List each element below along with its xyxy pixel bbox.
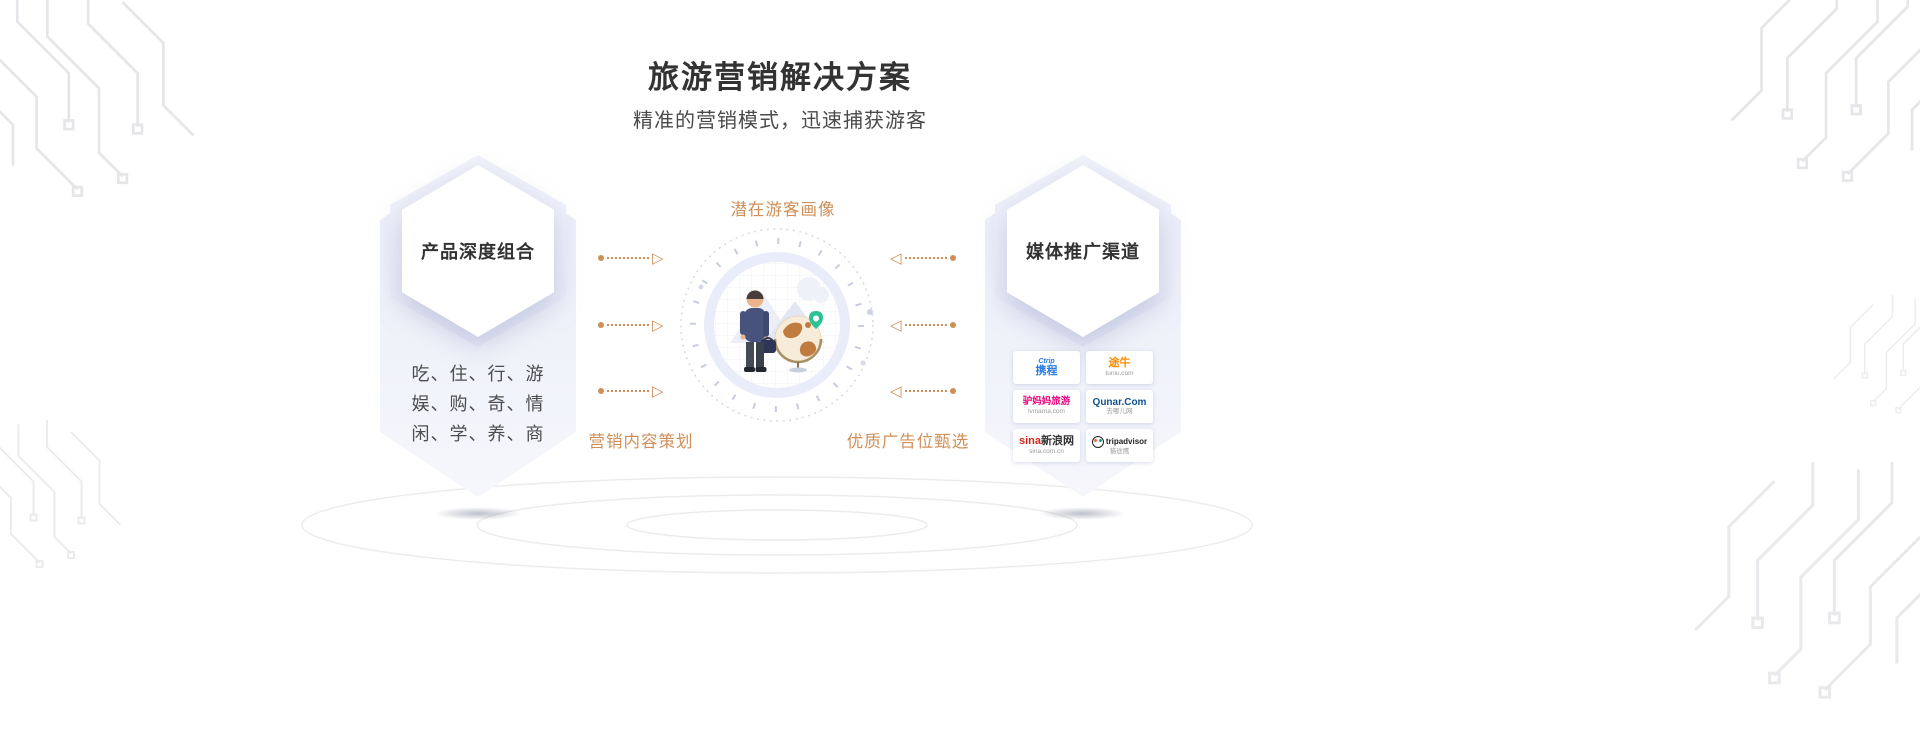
sina-logo-text-cn: 新浪网 bbox=[1041, 435, 1074, 448]
left-card-title: 产品深度组合 bbox=[421, 242, 535, 262]
left-card-shadow bbox=[434, 507, 522, 520]
tick-ring bbox=[690, 238, 864, 412]
flow-dot-icon bbox=[598, 322, 604, 328]
label-content-planning: 营销内容策划 bbox=[588, 433, 694, 451]
flow-dot-icon bbox=[598, 255, 604, 261]
right-card-shadow bbox=[1038, 507, 1126, 520]
flow-dot-icon bbox=[949, 255, 956, 261]
left-card-lines: 吃、住、行、游 娱、购、奇、情 闲、学、养、商 bbox=[380, 359, 576, 449]
logo-lvmama: 驴妈妈旅游 lvmama.com bbox=[1013, 390, 1080, 423]
left-card-hexagon: 产品深度组合 bbox=[402, 165, 554, 337]
flow-arrow-left-3: ▷ bbox=[598, 382, 664, 400]
ring-dot bbox=[860, 360, 866, 366]
tripadvisor-logo-sub: 猫途鹰 bbox=[1109, 447, 1130, 455]
flow-dot-icon bbox=[949, 322, 956, 328]
flow-arrow-left-2: ▷ bbox=[598, 316, 664, 334]
sina-logo-sub: sina.com.cn bbox=[1029, 447, 1064, 455]
media-logo-grid: Ctrip 携程 途牛 tuniu.com 驴妈妈旅游 lvmama.com Q… bbox=[1013, 351, 1153, 462]
left-card-products: 产品深度组合 吃、住、行、游 娱、购、奇、情 闲、学、养、商 bbox=[380, 155, 576, 497]
flow-arrow-right-1: ◁ bbox=[890, 249, 956, 267]
right-card-hexagon: 媒体推广渠道 bbox=[1007, 165, 1159, 337]
triangle-right-icon: ▷ bbox=[652, 249, 664, 267]
flow-arrow-left-1: ▷ bbox=[598, 249, 664, 267]
flow-dashed-line bbox=[904, 257, 947, 259]
tuniu-logo-sub: tuniu.com bbox=[1105, 369, 1134, 377]
flow-dashed-line bbox=[904, 324, 947, 326]
flow-arrow-right-2: ◁ bbox=[890, 316, 956, 334]
lvmama-logo-sub: lvmama.com bbox=[1028, 408, 1065, 416]
ctrip-wordmark: Ctrip bbox=[1038, 357, 1055, 365]
traveler-icon bbox=[740, 290, 776, 372]
page-subtitle: 精准的营销模式，迅速捕获游客 bbox=[633, 110, 927, 132]
qunar-logo-sub: 去哪儿网 bbox=[1106, 408, 1133, 416]
tripadvisor-logo-text: tripadvisor bbox=[1105, 437, 1148, 446]
location-pin-icon bbox=[809, 311, 823, 329]
flow-dashed-line bbox=[607, 257, 649, 259]
flow-dashed-line bbox=[904, 390, 947, 392]
ctrip-logo-text: 携程 bbox=[1035, 364, 1058, 377]
sina-logo-text: sina bbox=[1018, 435, 1041, 448]
globe-icon bbox=[773, 315, 823, 373]
traveler-globe-illustration bbox=[714, 262, 840, 388]
logo-qunar: Qunar.Com 去哪儿网 bbox=[1086, 390, 1153, 423]
triangle-left-icon: ◁ bbox=[890, 382, 902, 400]
logo-tripadvisor: tripadvisor 猫途鹰 bbox=[1086, 429, 1153, 462]
triangle-left-icon: ◁ bbox=[890, 316, 902, 334]
label-tourist-profile: 潜在游客画像 bbox=[730, 201, 836, 219]
ring-dot bbox=[867, 309, 873, 315]
lvmama-logo-text: 驴妈妈旅游 bbox=[1022, 396, 1071, 408]
tripadvisor-owl-icon bbox=[1091, 435, 1104, 448]
right-card-media-channels: 媒体推广渠道 Ctrip 携程 途牛 tuniu.com 驴妈妈旅游 lvmam… bbox=[985, 155, 1181, 497]
qunar-logo-text: Qunar.Com bbox=[1092, 396, 1147, 408]
right-card-title: 媒体推广渠道 bbox=[1026, 242, 1140, 262]
tuniu-logo-text: 途牛 bbox=[1108, 357, 1131, 370]
flow-dot-icon bbox=[949, 388, 956, 394]
triangle-right-icon: ▷ bbox=[652, 382, 664, 400]
circuit-decoration-top-left bbox=[0, 0, 200, 200]
circuit-decoration-right-mid bbox=[1830, 255, 1920, 455]
left-card-line: 娱、购、奇、情 bbox=[411, 394, 545, 414]
left-card-line: 吃、住、行、游 bbox=[411, 364, 545, 384]
triangle-left-icon: ◁ bbox=[890, 249, 902, 267]
triangle-right-icon: ▷ bbox=[652, 316, 664, 334]
dashed-ring bbox=[680, 228, 874, 422]
center-illustration bbox=[680, 228, 874, 422]
ring-dot bbox=[698, 284, 704, 290]
logo-ctrip: Ctrip 携程 bbox=[1013, 351, 1080, 384]
left-card-line: 闲、学、养、商 bbox=[411, 424, 545, 444]
circuit-decoration-top-right bbox=[1725, 0, 1920, 185]
logo-tuniu: 途牛 tuniu.com bbox=[1086, 351, 1153, 384]
flow-dot-icon bbox=[598, 388, 604, 394]
label-ad-selection: 优质广告位甄选 bbox=[846, 433, 970, 451]
circuit-decoration-bottom-right bbox=[1688, 462, 1920, 702]
flow-dashed-line bbox=[607, 390, 649, 392]
circuit-decoration-left-lower bbox=[0, 420, 125, 570]
page-title: 旅游营销解决方案 bbox=[648, 60, 912, 95]
flow-dashed-line bbox=[607, 324, 649, 326]
flow-arrow-right-3: ◁ bbox=[890, 382, 956, 400]
